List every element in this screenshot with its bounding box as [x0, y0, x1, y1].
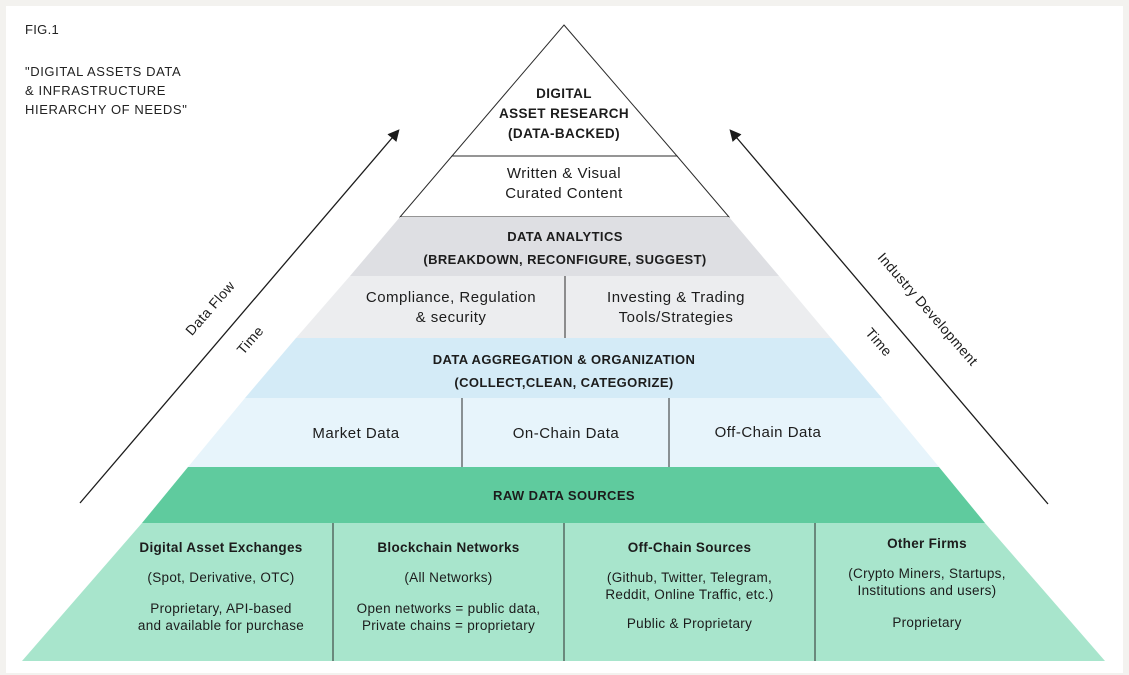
data-flow-arrow: [79, 129, 400, 504]
source-off-chain: Off-Chain Sources (Github, Twitter, Tele…: [565, 538, 814, 632]
source-sub: (Github, Twitter, Telegram,: [606, 570, 773, 585]
caption-line: "DIGITAL ASSETS DATA: [25, 64, 182, 79]
compliance-line: Compliance, Regulation: [365, 289, 537, 306]
source-sub: Reddit, Online Traffic, etc.): [605, 587, 774, 602]
analytics-line: (BREAKDOWN, RECONFIGURE, SUGGEST): [423, 252, 707, 267]
content-line: Written & Visual: [506, 165, 622, 182]
source-note: Proprietary: [892, 615, 962, 630]
source-title: Blockchain Networks: [377, 540, 520, 555]
caption-line: & INFRASTRUCTURE: [25, 83, 167, 98]
content-line: Curated Content: [505, 185, 623, 202]
content-label: Written & Visual Curated Content: [464, 164, 664, 204]
source-note: Open networks = public data,: [356, 601, 541, 616]
research-line: ASSET RESEARCH: [498, 106, 630, 121]
aggregation-level: [245, 338, 882, 398]
source-sub: (Crypto Miners, Startups,: [848, 566, 1006, 581]
analytics-level: [350, 217, 779, 276]
caption-line: HIERARCHY OF NEEDS": [25, 102, 188, 117]
source-title: Other Firms: [887, 536, 967, 551]
analytics-tools-level: [296, 276, 831, 338]
raw-sources-label: RAW DATA SOURCES: [493, 488, 635, 503]
source-sub: (Spot, Derivative, OTC): [147, 570, 295, 585]
analytics-label: DATA ANALYTICS (BREAKDOWN, RECONFIGURE, …: [380, 225, 750, 271]
source-note: Private chains = proprietary: [361, 618, 536, 633]
investing-tools-label: Investing & Trading Tools/Strategies: [568, 288, 784, 328]
aggregation-line: (COLLECT,CLEAN, CATEGORIZE): [454, 375, 674, 390]
off-chain-data-label: Off-Chain Data: [714, 424, 822, 441]
source-title: Digital Asset Exchanges: [139, 540, 303, 555]
investing-line: Tools/Strategies: [618, 309, 734, 326]
source-sub: Institutions and users): [857, 583, 997, 598]
market-data-label: Market Data: [312, 425, 400, 442]
aggregation-line: DATA AGGREGATION & ORGANIZATION: [432, 352, 696, 367]
analytics-line: DATA ANALYTICS: [507, 229, 623, 244]
source-blockchain: Blockchain Networks (All Networks) Open …: [334, 538, 563, 634]
source-exchanges: Digital Asset Exchanges (Spot, Derivativ…: [110, 538, 332, 634]
data-types-level: [188, 398, 939, 467]
research-label: DIGITAL ASSET RESEARCH (DATA-BACKED): [464, 84, 664, 144]
source-note: Proprietary, API-based: [150, 601, 292, 616]
research-line: DIGITAL: [536, 86, 592, 101]
source-title: Off-Chain Sources: [627, 540, 752, 555]
source-sub: (All Networks): [404, 570, 493, 585]
source-note: Public & Proprietary: [626, 616, 753, 631]
industry-development-arrow: [729, 129, 1049, 505]
investing-line: Investing & Trading: [607, 289, 745, 306]
raw-sources-level: [142, 467, 985, 523]
compliance-line: & security: [415, 309, 487, 326]
figure-caption: "DIGITAL ASSETS DATA & INFRASTRUCTURE HI…: [25, 62, 245, 119]
compliance-label: Compliance, Regulation & security: [340, 288, 562, 328]
aggregation-label: DATA AGGREGATION & ORGANIZATION (COLLECT…: [330, 348, 798, 394]
figure-number: FIG.1: [25, 22, 60, 37]
source-note: and available for purchase: [137, 618, 305, 633]
source-other-firms: Other Firms (Crypto Miners, Startups, In…: [816, 534, 1038, 631]
research-line: (DATA-BACKED): [508, 126, 620, 141]
on-chain-data-label: On-Chain Data: [512, 425, 620, 442]
